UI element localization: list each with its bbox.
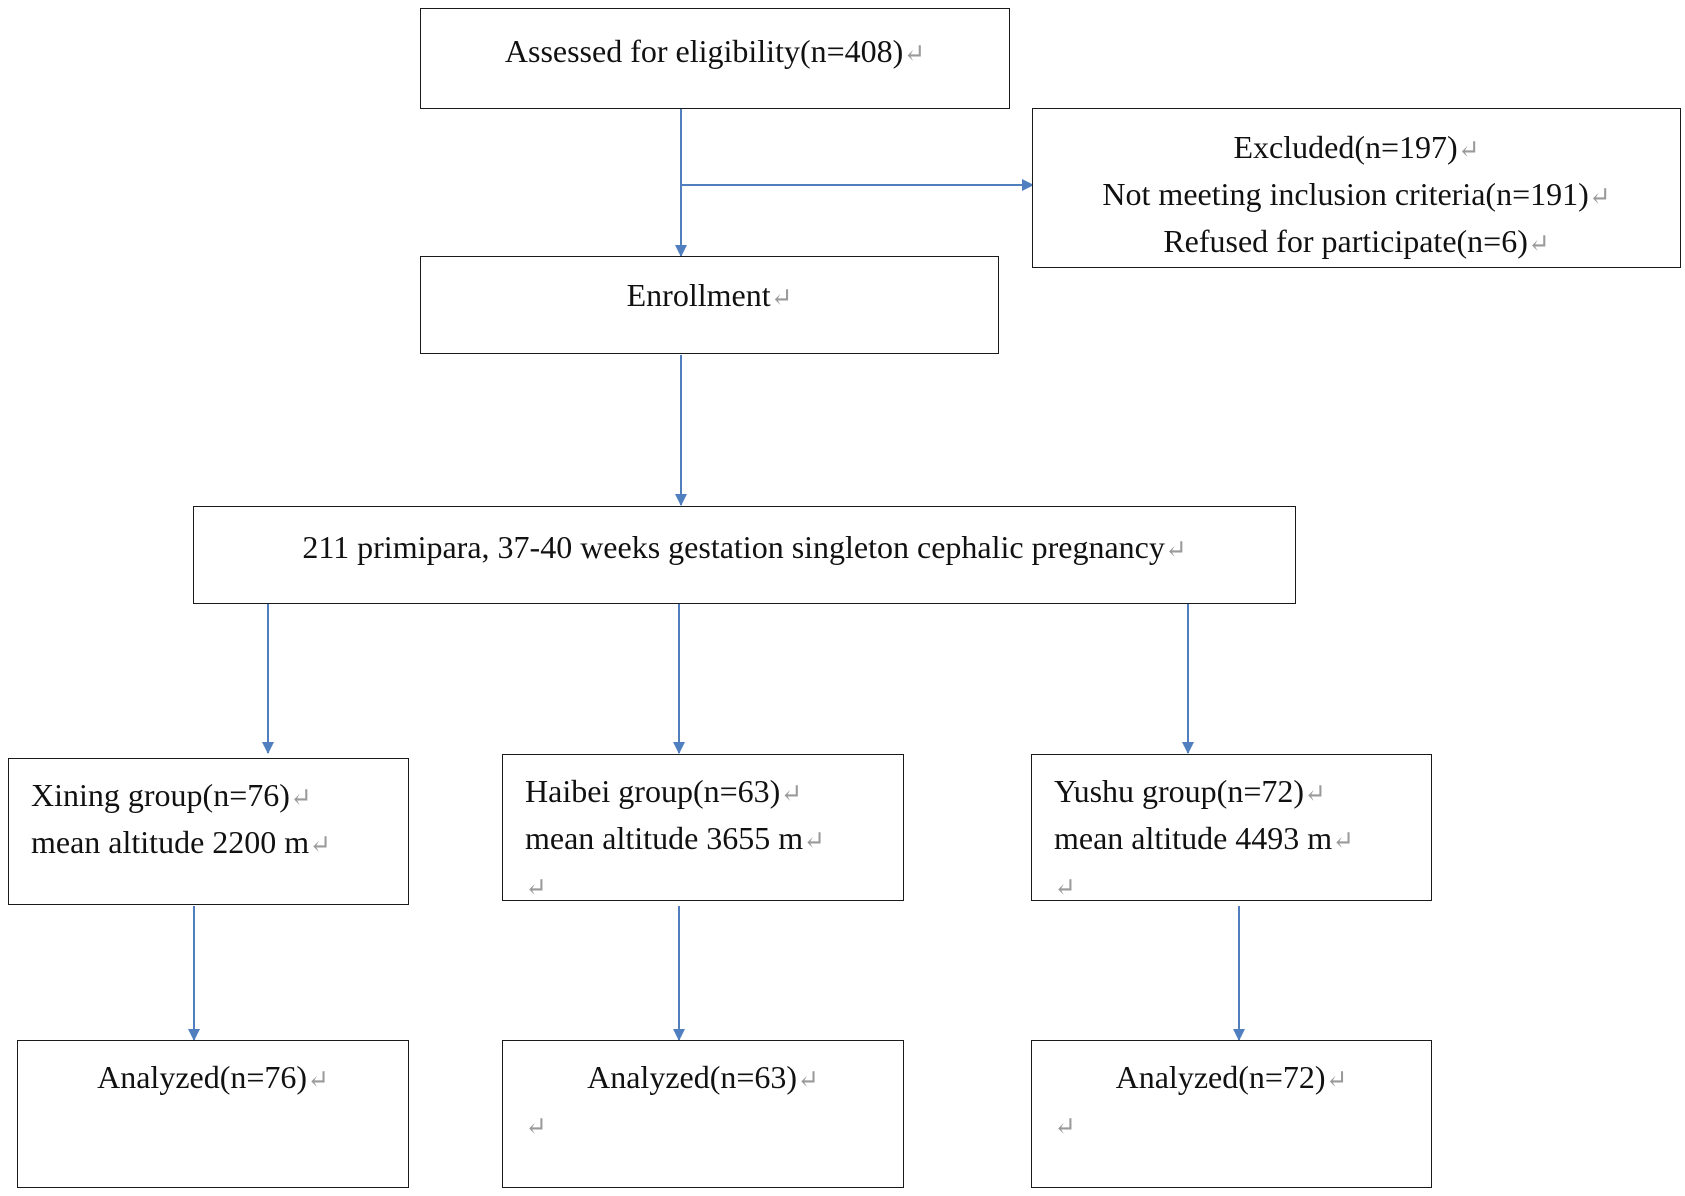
analyzed-box-yushu: Analyzed(n=72) <box>1031 1040 1432 1188</box>
group-altitude-xining: mean altitude 2200 m <box>31 824 310 860</box>
return-arrow-icon <box>1326 1065 1348 1094</box>
group-name-yushu: Yushu group(n=72) <box>1054 773 1305 809</box>
analyzed-label-xining: Analyzed(n=76) <box>97 1059 308 1095</box>
return-arrow-icon <box>1332 826 1354 855</box>
return-arrow-icon <box>1458 135 1480 164</box>
analyzed-box-xining: Analyzed(n=76) <box>17 1040 409 1188</box>
group-box-haibei: Haibei group(n=63) mean altitude 3655 m <box>502 754 904 901</box>
enrollment-box: Enrollment <box>420 256 999 354</box>
group-name-haibei: Haibei group(n=63) <box>525 773 781 809</box>
return-arrow-icon <box>903 39 925 68</box>
excluded-box: Excluded(n=197) Not meeting inclusion cr… <box>1032 108 1681 268</box>
excluded-reason-refused: Refused for participate(n=6) <box>1163 223 1528 259</box>
analyzed-label-yushu: Analyzed(n=72) <box>1115 1059 1326 1095</box>
return-arrow-icon <box>797 1065 819 1094</box>
assessed-label: Assessed for eligibility(n=408) <box>504 33 904 69</box>
excluded-title: Excluded(n=197) <box>1233 129 1458 165</box>
return-arrow-icon <box>1054 873 1076 900</box>
return-arrow-icon <box>1528 229 1550 258</box>
group-box-yushu: Yushu group(n=72) mean altitude 4493 m <box>1031 754 1432 901</box>
return-arrow-icon <box>1589 182 1611 211</box>
analyzed-label-haibei: Analyzed(n=63) <box>587 1059 798 1095</box>
group-altitude-haibei: mean altitude 3655 m <box>525 820 804 856</box>
group-altitude-yushu: mean altitude 4493 m <box>1054 820 1333 856</box>
return-arrow-icon <box>771 283 793 312</box>
cohort-box: 211 primipara, 37-40 weeks gestation sin… <box>193 506 1296 604</box>
return-arrow-icon <box>1054 1112 1076 1141</box>
return-arrow-icon <box>780 779 802 808</box>
cohort-label: 211 primipara, 37-40 weeks gestation sin… <box>302 529 1165 565</box>
return-arrow-icon <box>290 783 312 812</box>
group-box-xining: Xining group(n=76) mean altitude 2200 m <box>8 758 409 905</box>
group-name-xining: Xining group(n=76) <box>31 777 290 813</box>
enrollment-label: Enrollment <box>626 277 771 313</box>
return-arrow-icon <box>309 830 331 859</box>
assessed-box: Assessed for eligibility(n=408) <box>420 8 1010 109</box>
excluded-reason-inclusion: Not meeting inclusion criteria(n=191) <box>1102 176 1589 212</box>
return-arrow-icon <box>1165 535 1187 564</box>
return-arrow-icon <box>525 1112 547 1141</box>
return-arrow-icon <box>307 1065 329 1094</box>
analyzed-box-haibei: Analyzed(n=63) <box>502 1040 904 1188</box>
return-arrow-icon <box>1304 779 1326 808</box>
return-arrow-icon <box>525 873 547 900</box>
return-arrow-icon <box>803 826 825 855</box>
